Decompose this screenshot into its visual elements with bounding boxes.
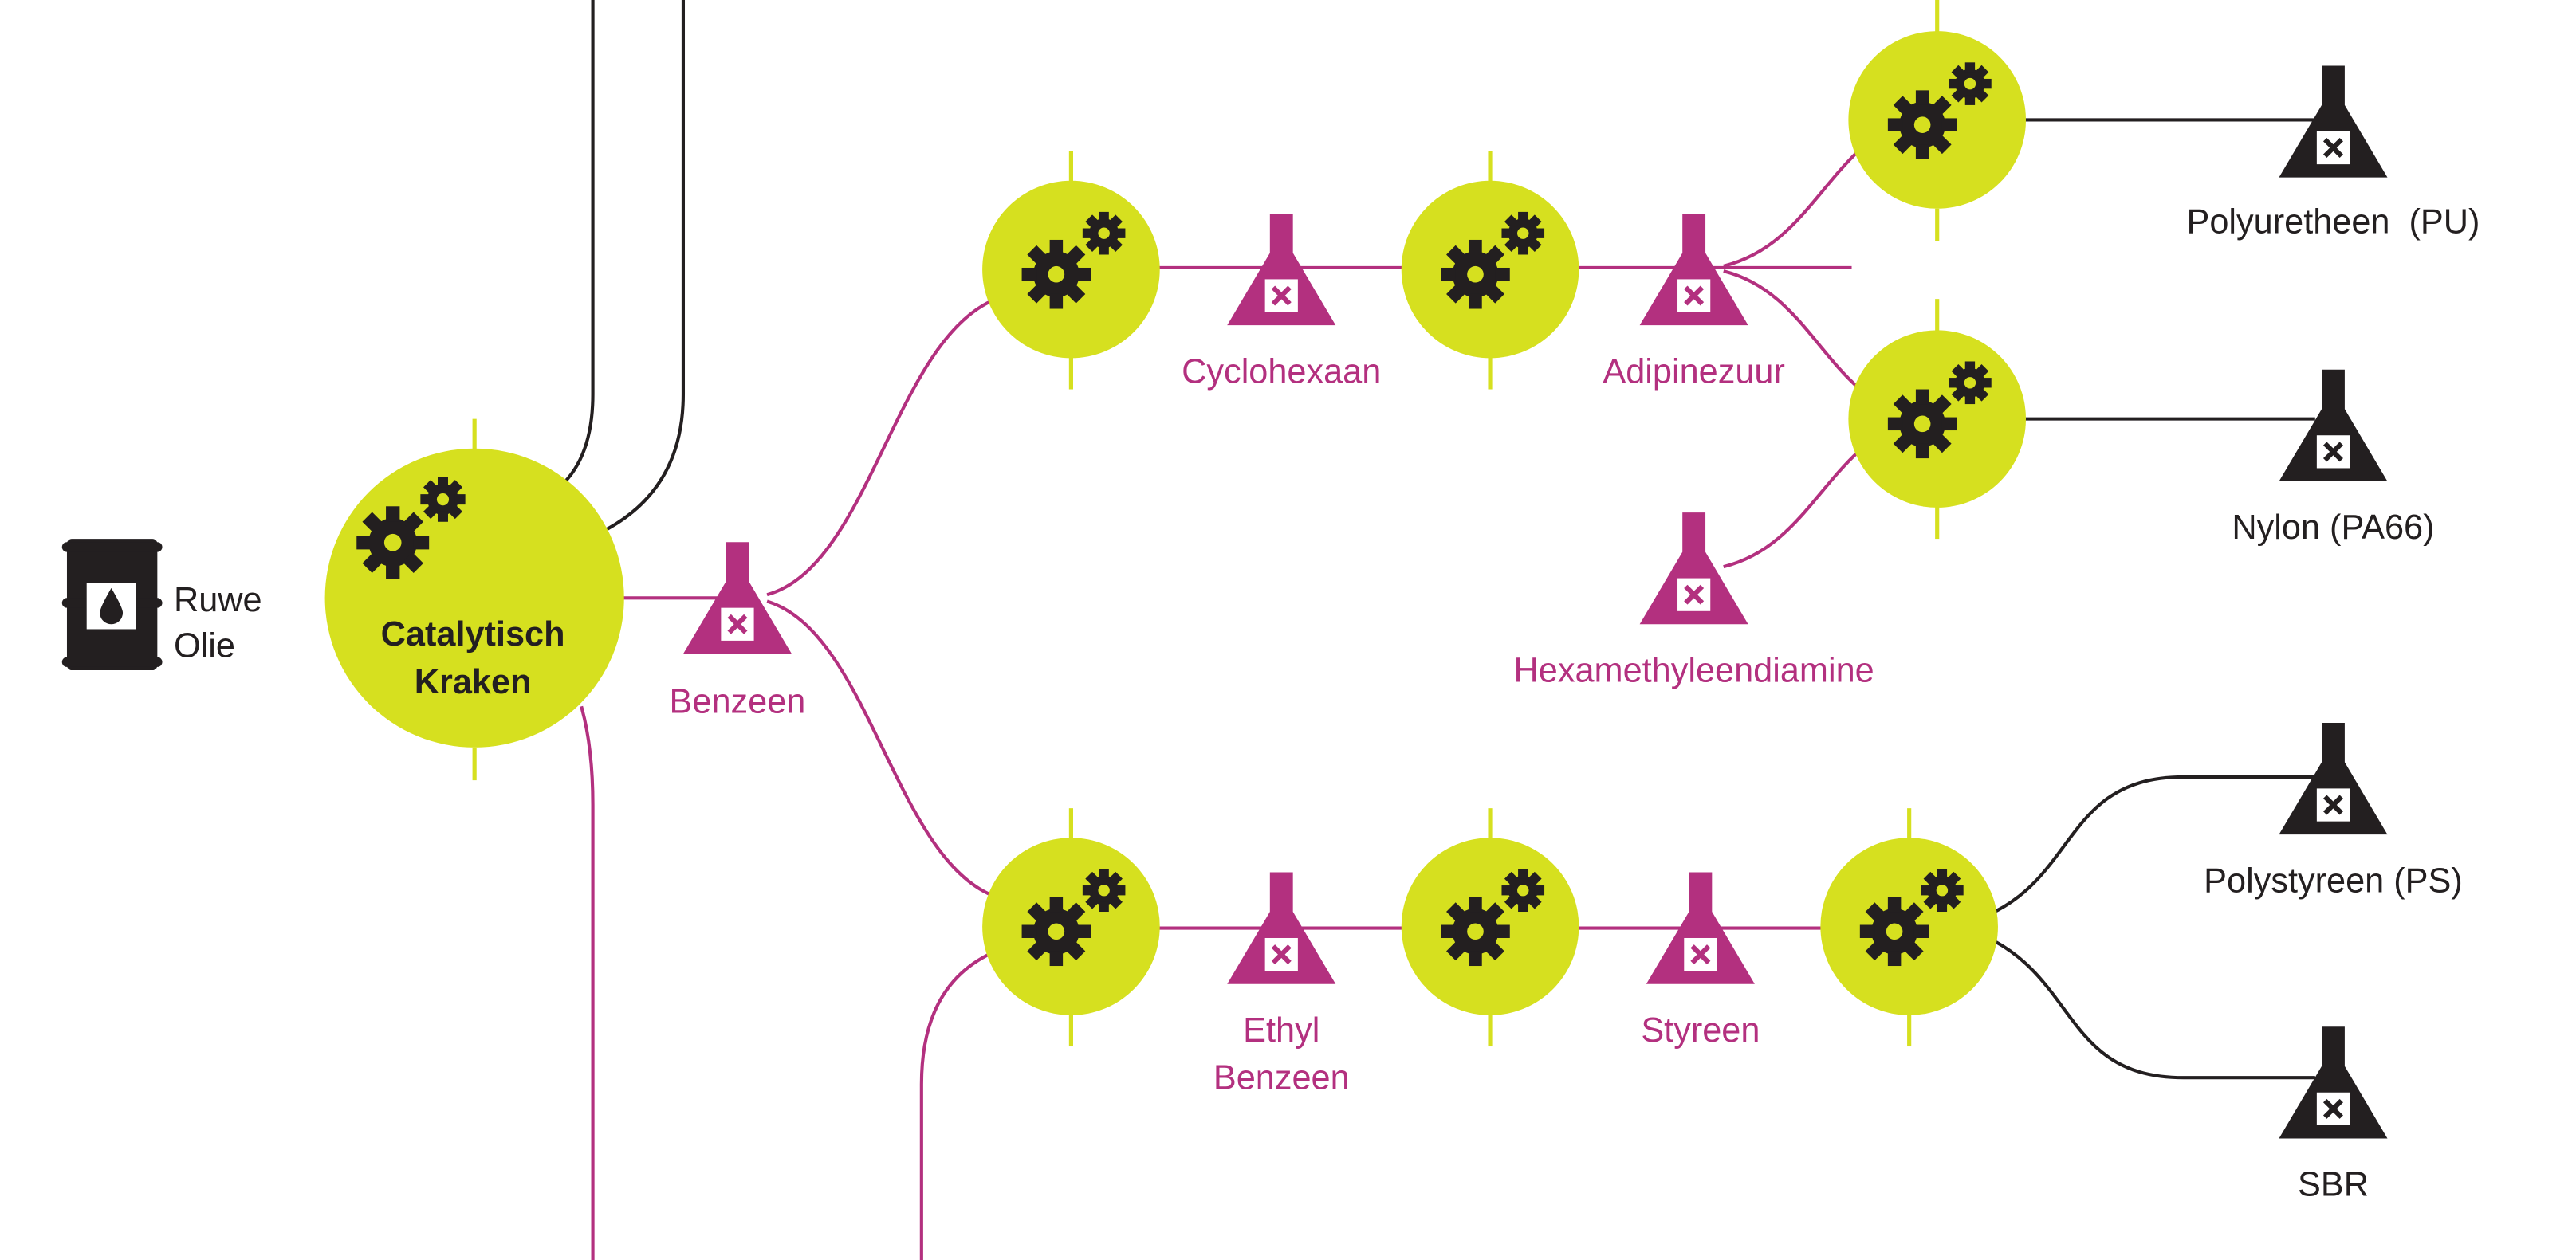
- product-sbr: SBR: [2279, 1026, 2388, 1204]
- flask-icon: [2279, 65, 2388, 178]
- connector-bottom: [919, 951, 993, 1260]
- connector-hexa-nylon: [1723, 450, 1860, 569]
- product-polyurethane: Polyuretheen (PU): [2187, 65, 2480, 241]
- product-label: Polyuretheen (PU): [2187, 203, 2480, 241]
- chemical-benzeen: Benzeen: [670, 542, 806, 721]
- process-step-pu: [1848, 31, 2027, 209]
- connector-sbr: [1993, 940, 2315, 1080]
- feedstock-label-line2: Olie: [174, 627, 235, 665]
- chemical-hexamethyleendiamine: Hexamethyleendiamine: [1514, 512, 1874, 689]
- oil-barrel-icon: [61, 539, 163, 671]
- connector-top-left: [555, 0, 595, 491]
- process-step-row2-b: [1401, 838, 1579, 1015]
- connector-adipine-pu: [1723, 150, 1860, 268]
- chemical-ethylbenzeen: Ethyl Benzeen: [1213, 872, 1350, 1097]
- connector-benzeen-down: [766, 599, 993, 897]
- chemical-label: Benzeen: [670, 683, 806, 721]
- flask-icon: [1639, 213, 1748, 326]
- connector-adipine-nylon: [1723, 269, 1860, 390]
- chemical-label-line2: Benzeen: [1213, 1059, 1350, 1097]
- product-nylon: Nylon (PA66): [2232, 369, 2435, 547]
- connector-benzeen-up: [766, 299, 993, 597]
- chemical-label: Hexamethyleendiamine: [1514, 651, 1874, 689]
- connector-kraken-down: [580, 705, 595, 1260]
- process-step-row1-a: [982, 180, 1160, 359]
- flask-icon: [1227, 213, 1336, 326]
- chemical-label: Adipinezuur: [1603, 352, 1785, 391]
- flask-icon: [2279, 369, 2388, 481]
- main-process-label-line1: Catalytisch: [381, 615, 565, 654]
- process-step-nylon: [1848, 330, 2027, 508]
- product-polystyrene: Polystyreen (PS): [2204, 722, 2463, 900]
- process-step-row2-c: [1820, 838, 1998, 1015]
- connector-ps: [1993, 775, 2315, 913]
- flask-icon: [1227, 872, 1336, 984]
- product-label: Nylon (PA66): [2232, 508, 2434, 547]
- feedstock-crude-oil: Ruwe Olie: [61, 539, 262, 671]
- connector-top-right: [596, 0, 686, 536]
- flask-icon: [1639, 512, 1748, 625]
- process-catalytic-cracking: Catalytisch Kraken: [324, 448, 624, 748]
- product-label: SBR: [2298, 1166, 2369, 1204]
- chemical-cyclohexaan: Cyclohexaan: [1182, 213, 1381, 391]
- flask-icon: [2279, 722, 2388, 835]
- chemical-label: Styreen: [1641, 1011, 1760, 1050]
- product-label: Polystyreen (PS): [2204, 862, 2463, 900]
- process-ticks: [472, 0, 1940, 1047]
- process-step-row1-b: [1401, 180, 1579, 359]
- flask-icon: [1646, 872, 1755, 984]
- flask-icon: [2279, 1026, 2388, 1139]
- process-step-row2-a: [982, 838, 1160, 1015]
- flask-icon: [682, 542, 792, 654]
- chemical-adipinezuur: Adipinezuur: [1603, 213, 1785, 391]
- chemical-label: Cyclohexaan: [1182, 352, 1381, 391]
- chemical-label-line1: Ethyl: [1243, 1011, 1319, 1050]
- main-process-label-line2: Kraken: [415, 663, 532, 701]
- chemical-styreen: Styreen: [1641, 872, 1760, 1050]
- feedstock-label-line1: Ruwe: [174, 581, 262, 619]
